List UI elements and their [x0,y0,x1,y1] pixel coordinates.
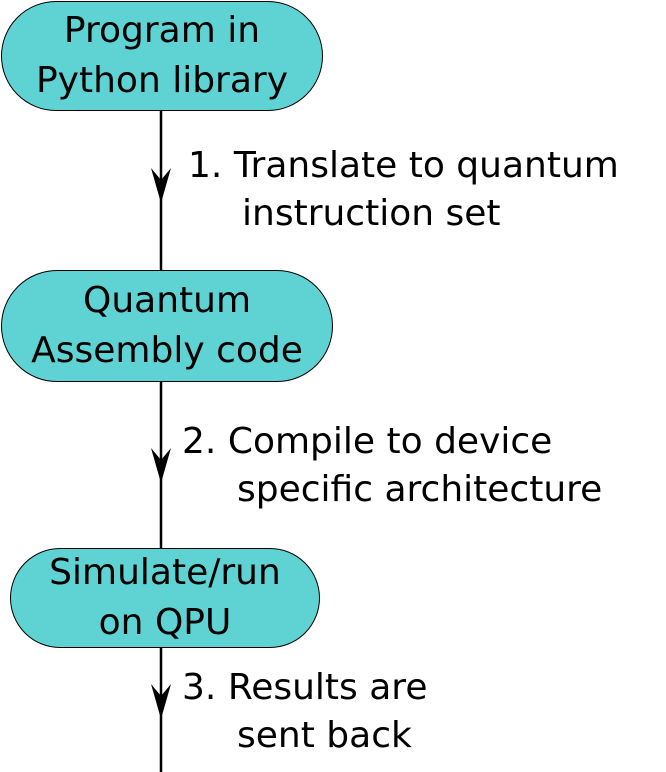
node-quantum-assembly: Quantum Assembly code [1,270,333,382]
arrowhead-down-icon [151,168,171,203]
node-label-line2: Python library [35,60,289,101]
node-python-program: Program in Python library [1,1,323,111]
node-label-line1: Simulate/run [49,552,281,593]
step-results: 3. Results are sent back [182,664,427,760]
node-label-line2: Assembly code [31,330,303,371]
step-text: Results are [227,667,428,708]
node-simulate-run: Simulate/run on QPU [10,548,320,648]
node-label-line1: Quantum [82,280,252,321]
step-compile: 2. Compile to device specific architectu… [182,418,602,514]
step-translate: 1. Translate to quantum instruction set [188,142,619,238]
step-line2: specific architecture [237,469,603,510]
connector-3 [151,648,171,772]
step-line1: 1. Translate to quantum [188,145,619,186]
arrowhead-down-icon [151,448,171,483]
node-label-line1: Program in [63,10,261,51]
step-line2: instruction set [242,193,501,234]
step-text: Translate to quantum [233,145,619,186]
step-line1: 2. Compile to device [182,421,552,462]
step-text: Compile to device [227,421,553,462]
step-number: 3. [182,667,217,708]
connector-2 [151,382,171,548]
step-number: 1. [188,145,223,186]
step-line2: sent back [237,715,412,756]
step-number: 2. [182,421,217,462]
step-line1: 3. Results are [182,667,427,708]
connector-1 [151,111,171,270]
arrowhead-down-icon [151,684,171,719]
node-label-line2: on QPU [98,602,232,643]
